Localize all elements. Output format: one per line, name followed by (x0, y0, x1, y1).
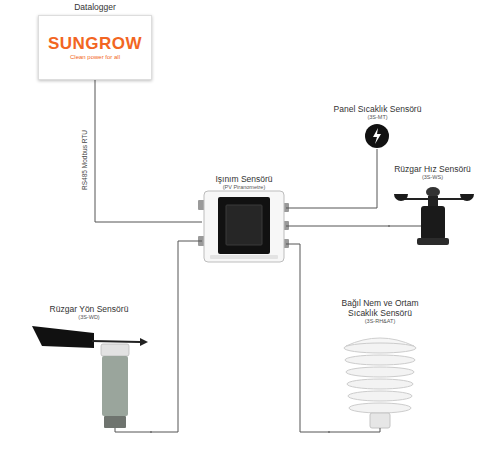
vane-fin (32, 326, 94, 348)
model-code: (PV Piranometre) (223, 184, 266, 191)
shield-base (370, 413, 390, 428)
node-heading: Panel Sıcaklık Sensörü (334, 104, 422, 114)
anemometer-base (417, 238, 449, 245)
anemometer-body (421, 206, 445, 240)
anemometer (388, 187, 474, 245)
device-strip (210, 255, 278, 259)
device-cell (226, 205, 262, 245)
sensor-disc (365, 124, 389, 148)
panel-temperature-sensor: Panel Sıcaklık Sensörü(3S-MT) (325, 104, 430, 149)
shield-plate (349, 403, 411, 413)
node-heading: Rüzgar Hız Sensörü (394, 164, 471, 174)
cable-connector (286, 226, 390, 227)
irradiance-sensor: Işınım Sensörü(PV Piranometre) (202, 174, 286, 264)
shield-plate (347, 379, 413, 389)
node-heading: Datalogger (74, 2, 116, 12)
lightning-symbol (373, 128, 381, 144)
humidity-temperature-sensor: Bağıl Nem ve Ortam Sıcaklık Sensörü(3S-R… (330, 298, 430, 440)
brand-tagline: Clean power for all (70, 53, 120, 61)
anemometer-cup (394, 194, 408, 201)
shield-plate (348, 391, 412, 401)
edge-label: RS485 Modbus RTU (81, 129, 89, 191)
shield-plate (346, 367, 414, 377)
model-code: (3S-WD) (78, 314, 99, 321)
model-code: (3S-WS) (422, 174, 443, 181)
wind-direction-sensor: Rüzgar Yön Sensörü(3S-WD) (28, 304, 150, 440)
anemometer-cup (426, 187, 440, 197)
cable-connector (286, 244, 330, 432)
anemometer-wire (388, 226, 421, 227)
cable-connector (286, 149, 377, 208)
vane-body (102, 356, 128, 416)
wind-vane (32, 326, 152, 432)
device-panel (218, 197, 270, 254)
panel-temperature-icon (365, 124, 389, 148)
shield-plate (344, 343, 416, 353)
node-heading: Işınım Sensörü (215, 174, 272, 184)
model-code: (3S-MT) (367, 114, 387, 121)
vane-arm (92, 341, 140, 342)
vane-wire (115, 428, 152, 432)
logger-frame: SUNGROWClean power for all (38, 15, 152, 80)
vane-pointer (140, 338, 148, 346)
node-heading: Rüzgar Yön Sensörü (50, 304, 129, 314)
cable-connector (95, 80, 202, 222)
brand-logo-text: SUNGROW (48, 35, 142, 53)
shield-plate (345, 355, 415, 365)
cable-connector (150, 241, 202, 432)
vane-cap (101, 344, 129, 356)
radiation-shield (328, 338, 416, 432)
model-code: (3S-RH&AT) (365, 318, 395, 325)
vane-base (104, 416, 126, 428)
device-housing (204, 191, 284, 262)
wind-speed-sensor: Rüzgar Hız Sensörü(3S-WS) (390, 164, 475, 248)
datalogger-box: DataloggerSUNGROWClean power for all (38, 2, 152, 80)
shield-wire (328, 428, 380, 432)
irradiance-device (198, 191, 289, 262)
anemometer-cup (460, 194, 474, 201)
anemometer-hub (428, 196, 438, 206)
node-heading: Bağıl Nem ve Ortam Sıcaklık Sensörü (334, 298, 426, 318)
